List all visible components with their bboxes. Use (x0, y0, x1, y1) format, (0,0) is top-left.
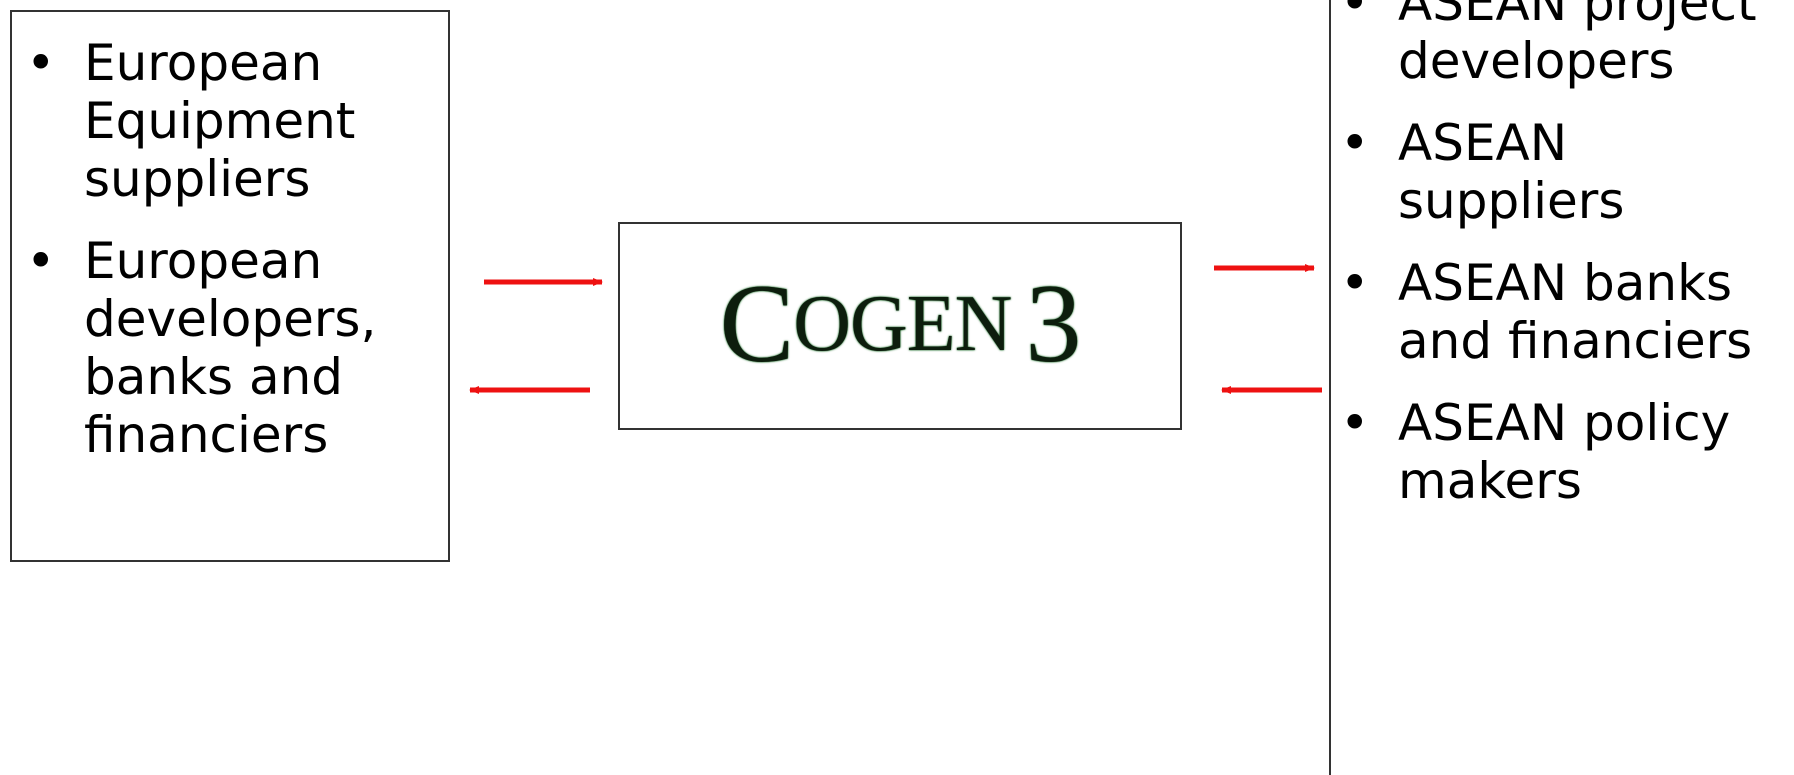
bullet-icon: • (26, 34, 56, 92)
bullet-icon: • (1340, 254, 1370, 312)
logo-number-3: 3 (1025, 261, 1081, 386)
asean-suppliers-label: ASEAN suppliers (1398, 114, 1625, 230)
list-item: • ASEAN policy makers (1340, 394, 1790, 510)
bullet-icon: • (1340, 394, 1370, 452)
european-stakeholders-box (10, 10, 450, 562)
bullet-icon: • (1340, 0, 1370, 32)
list-item: • European developers, banks and financi… (26, 232, 436, 464)
asean-policy-makers-label: ASEAN policy makers (1398, 394, 1731, 510)
logo-letters-ogen: OGEN (793, 279, 1012, 368)
logo-letter-c: C (719, 261, 795, 386)
cogen3-box (618, 222, 1182, 430)
european-stakeholders-list: • European Equipment suppliers • Europea… (26, 34, 436, 488)
list-item: • ASEAN project developers (1340, 0, 1790, 90)
european-developers-banks-label: European developers, banks and financier… (84, 232, 377, 464)
european-equipment-suppliers-label: European Equipment suppliers (84, 34, 356, 208)
asean-stakeholders-box-border (1329, 0, 1331, 775)
bullet-icon: • (26, 232, 56, 290)
list-item: • European Equipment suppliers (26, 34, 436, 208)
list-item: • ASEAN suppliers (1340, 114, 1790, 230)
asean-banks-financiers-label: ASEAN banks and financiers (1398, 254, 1753, 370)
bullet-icon: • (1340, 114, 1370, 172)
list-item: • ASEAN banks and financiers (1340, 254, 1790, 370)
asean-stakeholders-list: • ASEAN project developers • ASEAN suppl… (1340, 0, 1790, 534)
asean-project-developers-label: ASEAN project developers (1398, 0, 1757, 90)
